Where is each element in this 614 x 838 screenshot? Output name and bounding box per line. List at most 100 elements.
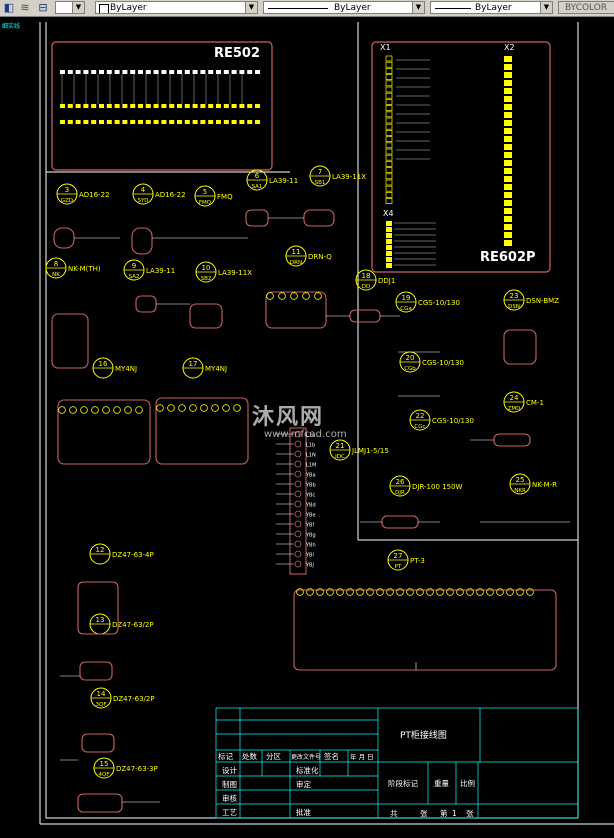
breaker-3qf[interactable] [81, 733, 115, 753]
linetype-combo[interactable]: ByLayer ▼ [263, 1, 425, 14]
terminal-block[interactable] [289, 427, 307, 575]
djr-heater[interactable] [381, 515, 419, 529]
tb-designer: 设计 [222, 765, 237, 775]
terminal-pin[interactable] [294, 520, 302, 528]
terminal-cell [504, 72, 512, 78]
terminal-pin[interactable] [294, 430, 302, 438]
component-model: AD16-22 [155, 191, 186, 199]
terminal-cell [385, 86, 393, 93]
chevron-down-icon[interactable]: ▼ [412, 2, 424, 13]
terminal-dot [114, 104, 120, 108]
cm1-device[interactable] [493, 433, 531, 447]
ddj-device[interactable] [349, 309, 381, 323]
layer-previous-icon[interactable]: ≋ [20, 1, 30, 14]
terminal-dot [169, 104, 175, 108]
component-number: 20 [406, 354, 415, 362]
breaker-4qf[interactable] [77, 793, 123, 813]
terminal-pin[interactable] [294, 480, 302, 488]
dsn-device[interactable] [503, 329, 537, 365]
component-model: DZ47-63-4P [112, 551, 154, 559]
terminal-label: L1N [306, 453, 316, 459]
terminal-pin[interactable] [294, 440, 302, 448]
terminal-pin[interactable] [294, 540, 302, 548]
terminal-pin[interactable] [294, 500, 302, 508]
re602p-relay[interactable] [371, 41, 551, 273]
terminal-dot [184, 104, 190, 108]
breaker-4p[interactable] [77, 581, 119, 635]
terminal-dot [83, 104, 89, 108]
component-model: PT-3 [410, 557, 425, 565]
plotstyle-combo[interactable]: BYCOLOR [558, 1, 614, 14]
pt-cabinet-block[interactable] [293, 589, 557, 671]
terminal-pin[interactable] [294, 560, 302, 568]
button-sb1[interactable] [303, 209, 335, 227]
breaker-2p[interactable] [79, 661, 113, 681]
layer-combo[interactable]: ▼ [55, 1, 85, 14]
pin-circle [386, 588, 394, 596]
layer-state-icon[interactable]: ⊟ [38, 1, 48, 14]
tb-total-suffix: 张 [420, 809, 428, 818]
terminal-pin[interactable] [294, 460, 302, 468]
component-code: JDC [334, 454, 345, 460]
terminal-cell [385, 192, 393, 198]
lineweight-combo[interactable]: ByLayer ▼ [430, 1, 553, 14]
terminal-cell [385, 117, 393, 124]
x2-label: X2 [504, 43, 515, 52]
terminal-cell [385, 61, 393, 68]
terminal-cell [504, 144, 512, 150]
terminal-pin[interactable] [294, 550, 302, 558]
terminal-cell [386, 221, 392, 226]
relay-my4nj-2[interactable] [155, 397, 249, 465]
terminal-cell [385, 154, 393, 161]
terminal-dot [153, 70, 159, 74]
button-sa1[interactable] [245, 209, 269, 227]
terminal-dot [231, 120, 237, 124]
terminal-pin[interactable] [294, 510, 302, 518]
re602p-terminal-strips [385, 55, 512, 268]
button-sb2[interactable] [189, 303, 223, 329]
drawing-canvas[interactable]: 细实线 RE502 X1 X2 X4 RE602P 3GZDAD16-224SY… [0, 16, 614, 838]
terminal-cell [385, 167, 393, 173]
indicator-lamp-1[interactable] [53, 227, 75, 249]
relay-my4nj-1[interactable] [57, 399, 151, 465]
component-number: 8 [54, 260, 58, 268]
terminal-dot [247, 120, 253, 124]
component-code: CGa [400, 306, 411, 312]
nk-device[interactable] [51, 313, 89, 369]
layer-manager-icon[interactable]: ◧ [3, 1, 15, 14]
drn-device[interactable] [265, 291, 327, 329]
terminal-dot [255, 120, 260, 124]
component-number: 11 [292, 248, 301, 256]
terminal-dot [255, 104, 260, 108]
terminal-pin[interactable] [294, 490, 302, 498]
terminal-dot [216, 104, 221, 108]
terminal-pin[interactable] [294, 470, 302, 478]
terminal-dot [231, 70, 237, 74]
pin-circle [366, 588, 374, 596]
component-model: AD16-22 [79, 191, 110, 199]
terminal-dot [75, 104, 81, 108]
terminal-label: YBf [305, 523, 314, 529]
component-number: 14 [97, 690, 106, 698]
component-code: DD [362, 284, 370, 290]
button-sa2[interactable] [135, 295, 157, 313]
color-combo[interactable]: ByLayer ▼ [95, 1, 258, 14]
terminal-cell [385, 179, 393, 186]
pin-circle [346, 588, 354, 596]
terminal-dot [67, 70, 73, 74]
re502-relay[interactable] [51, 41, 273, 171]
chevron-down-icon[interactable]: ▼ [540, 2, 552, 13]
terminal-pin[interactable] [294, 530, 302, 538]
indicator-lamp-2[interactable] [131, 227, 153, 255]
pin-circle [278, 292, 286, 300]
component-code: NK [52, 272, 60, 278]
terminal-dot [223, 120, 229, 124]
tb-scale: 比例 [460, 778, 475, 788]
pin-circle [336, 588, 344, 596]
terminal-cell [504, 232, 512, 238]
chevron-down-icon[interactable]: ▼ [245, 2, 257, 13]
component-code: 3QF [96, 702, 107, 708]
terminal-pin[interactable] [294, 450, 302, 458]
terminal-cell [386, 263, 392, 268]
tb-standard: 标准化 [296, 765, 319, 775]
